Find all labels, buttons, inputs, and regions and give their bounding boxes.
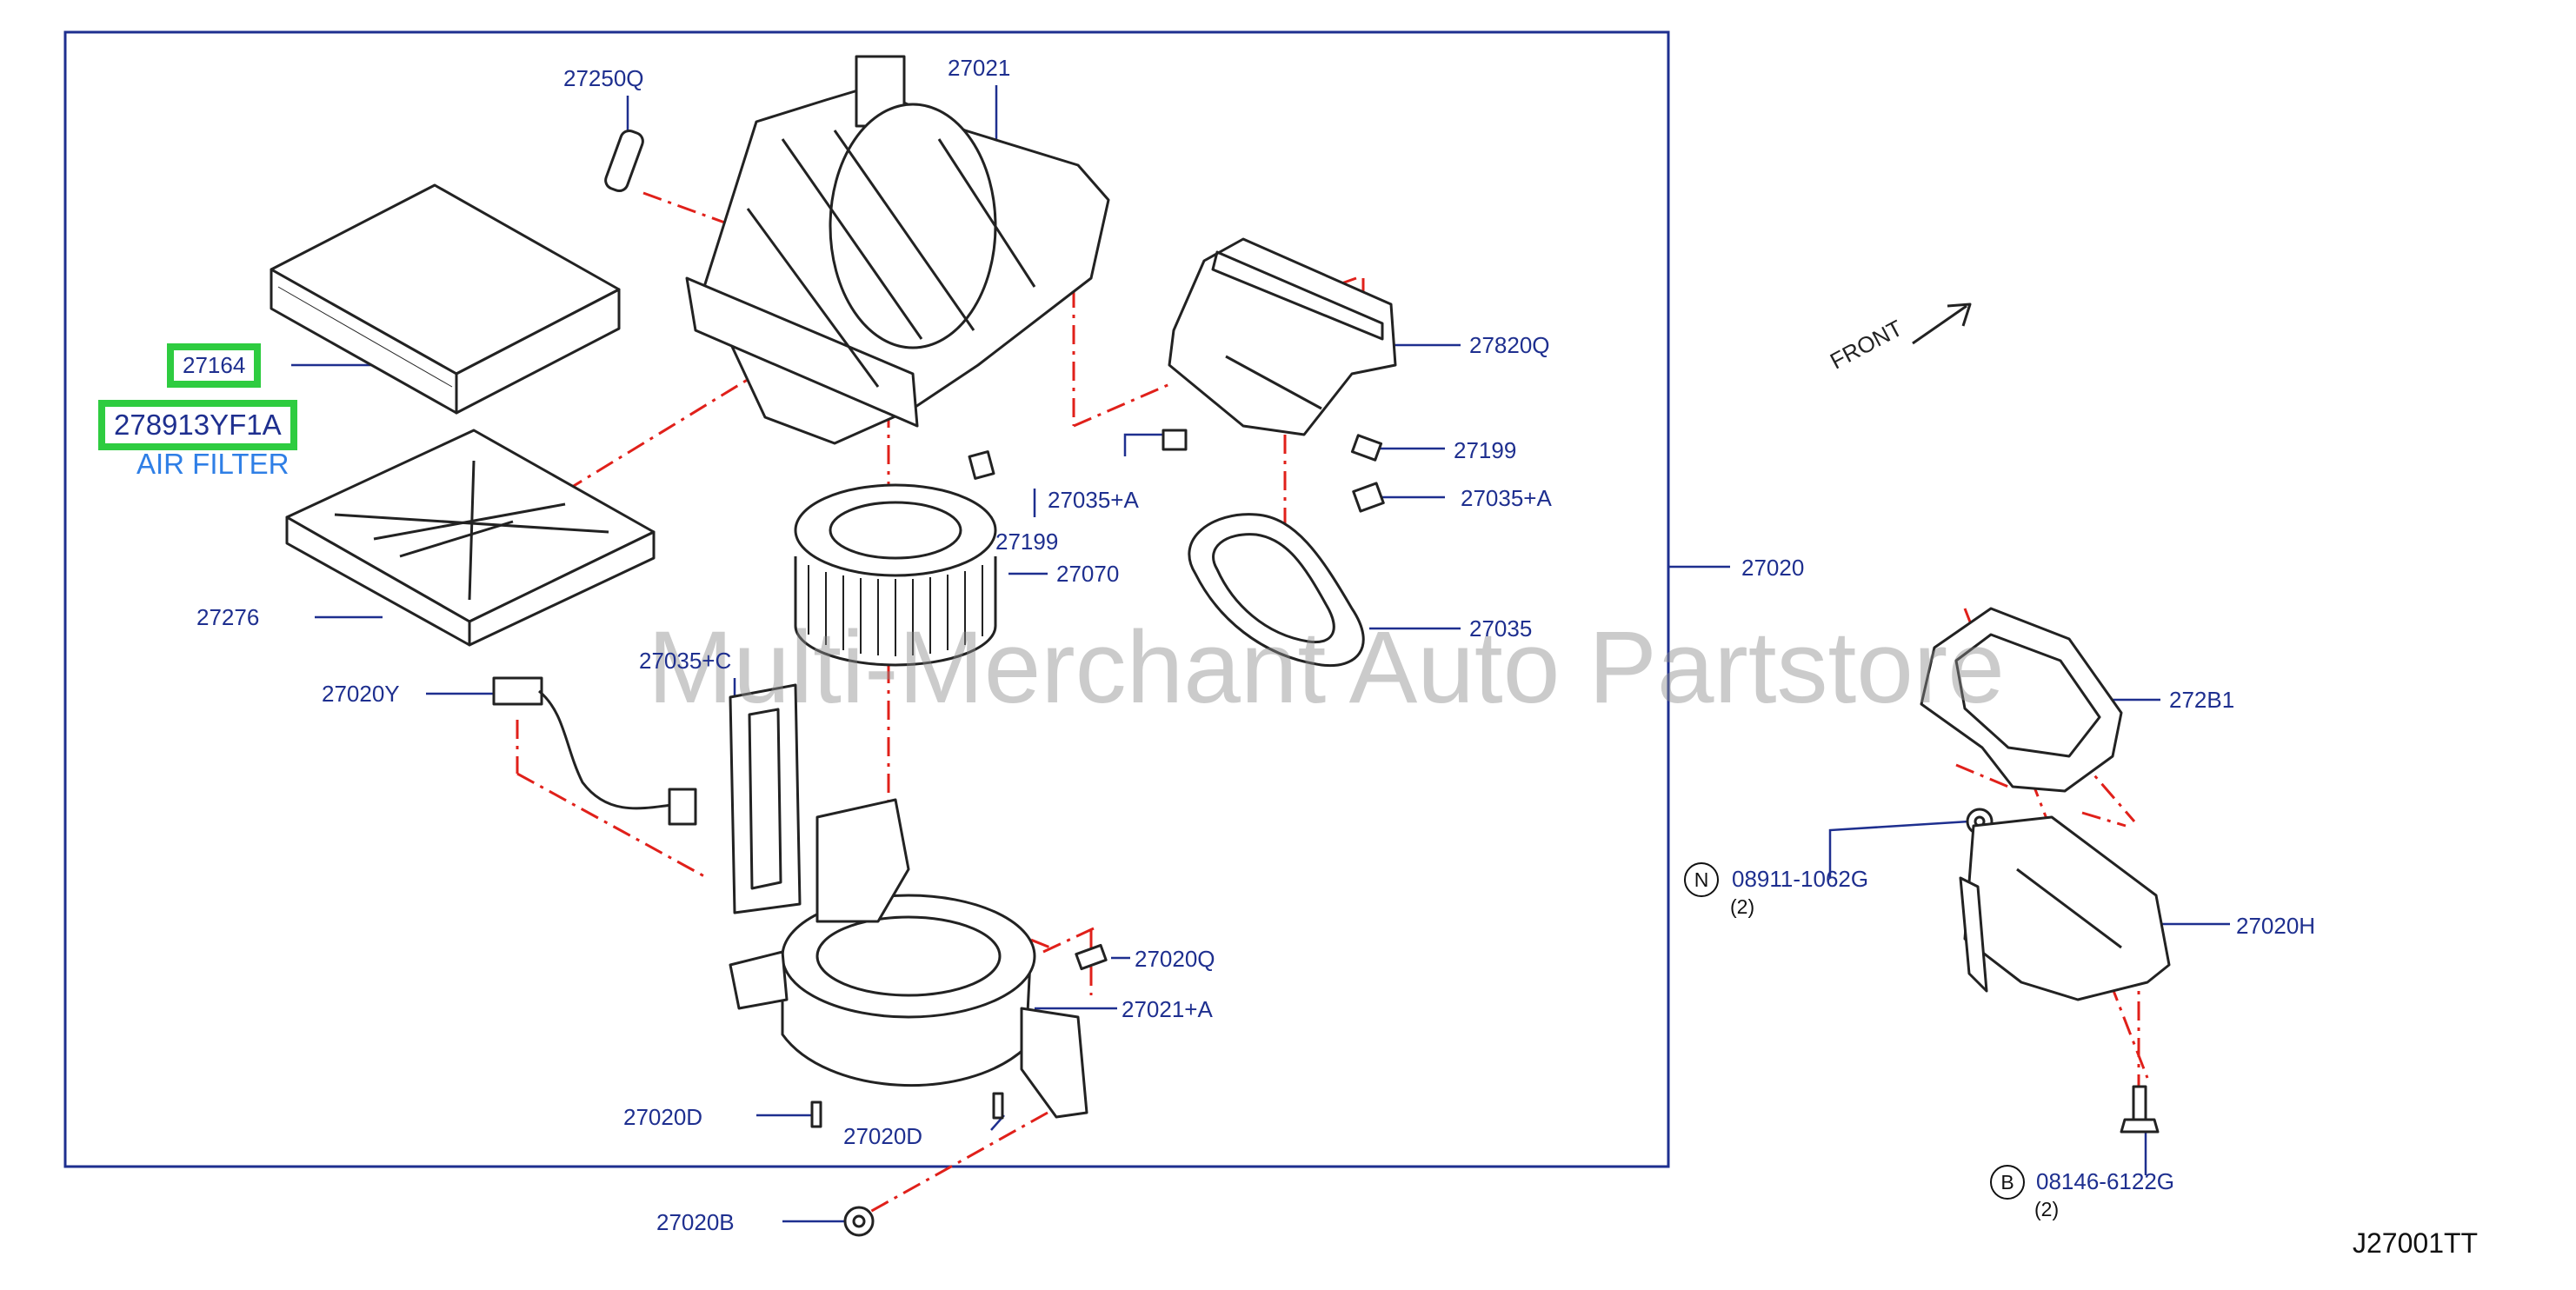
label-27020D-left[interactable]: 27020D — [623, 1104, 703, 1130]
label-27250Q[interactable]: 27250Q — [563, 65, 644, 91]
label-27199-right[interactable]: 27199 — [1454, 437, 1517, 463]
label-08911-1062G[interactable]: 08911-1062G — [1732, 866, 1869, 892]
clip-27250Q — [604, 129, 644, 193]
gasket-part — [1188, 513, 1365, 668]
label-27199-left[interactable]: 27199 — [995, 529, 1059, 555]
label-08146-6122G[interactable]: 08146-6122G — [2036, 1168, 2175, 1194]
label-27021A[interactable]: 27021+A — [1122, 996, 1213, 1022]
assembly-frame — [63, 30, 1670, 1168]
clip-27035A-top — [1162, 429, 1188, 451]
air-filter-note: AIR FILTER — [136, 448, 290, 480]
label-27276[interactable]: 27276 — [196, 604, 260, 630]
foam-seal-part — [729, 683, 802, 914]
filter-tray-part — [285, 429, 656, 647]
label-27035[interactable]: 27035 — [1469, 615, 1533, 642]
bolt-symbol-b: B — [1990, 1165, 2025, 1200]
resistor-cover-part — [1920, 607, 2123, 793]
clip-27199a — [968, 450, 995, 480]
label-27020Y[interactable]: 27020Y — [322, 681, 400, 707]
leader-lines — [291, 85, 2230, 1223]
highlight-27164[interactable]: 27164 — [167, 343, 262, 388]
bolt-08146 — [2120, 1085, 2160, 1134]
label-27035C[interactable]: 27035+C — [639, 648, 732, 674]
clip-27199b — [1350, 434, 1383, 462]
label-272B1[interactable]: 272B1 — [2169, 687, 2235, 713]
screw-27020D-left — [810, 1100, 822, 1128]
resistor-part — [1959, 815, 2171, 1001]
front-arrow-icon — [1912, 303, 1972, 345]
label-27021[interactable]: 27021 — [948, 55, 1011, 81]
label-27020Q[interactable]: 27020Q — [1135, 946, 1215, 972]
qty-08911: (2) — [1730, 895, 1755, 918]
label-27035A-right[interactable]: 27035+A — [1461, 485, 1552, 511]
label-27020B[interactable]: 27020B — [656, 1209, 735, 1235]
harness-part — [492, 676, 697, 826]
duct-part — [1168, 237, 1397, 436]
diagram-code: J27001TT — [2353, 1227, 2479, 1259]
blower-wheel-part — [794, 483, 997, 667]
label-27820Q[interactable]: 27820Q — [1469, 332, 1550, 358]
label-27020D-right[interactable]: 27020D — [843, 1123, 923, 1149]
air-filter-part — [270, 183, 621, 415]
blower-case-part — [729, 798, 1088, 1119]
label-27020H[interactable]: 27020H — [2236, 913, 2316, 939]
qty-08146: (2) — [2034, 1198, 2060, 1220]
clip-27020Q — [1075, 943, 1108, 971]
highlight-filter-part-number[interactable]: 278913YF1A — [98, 400, 297, 450]
nut-symbol-n: N — [1684, 862, 1719, 897]
intake-housing-part — [685, 55, 1110, 445]
label-27020[interactable]: 27020 — [1741, 555, 1805, 581]
screw-27020D-right — [992, 1092, 1004, 1120]
clip-27035A-right — [1352, 482, 1385, 513]
parts-art — [270, 55, 2171, 1237]
watermark-text: Multi-Merchant Auto Partstore — [648, 610, 2005, 725]
label-27035A-top[interactable]: 27035+A — [1048, 487, 1139, 513]
label-27070[interactable]: 27070 — [1056, 561, 1120, 587]
